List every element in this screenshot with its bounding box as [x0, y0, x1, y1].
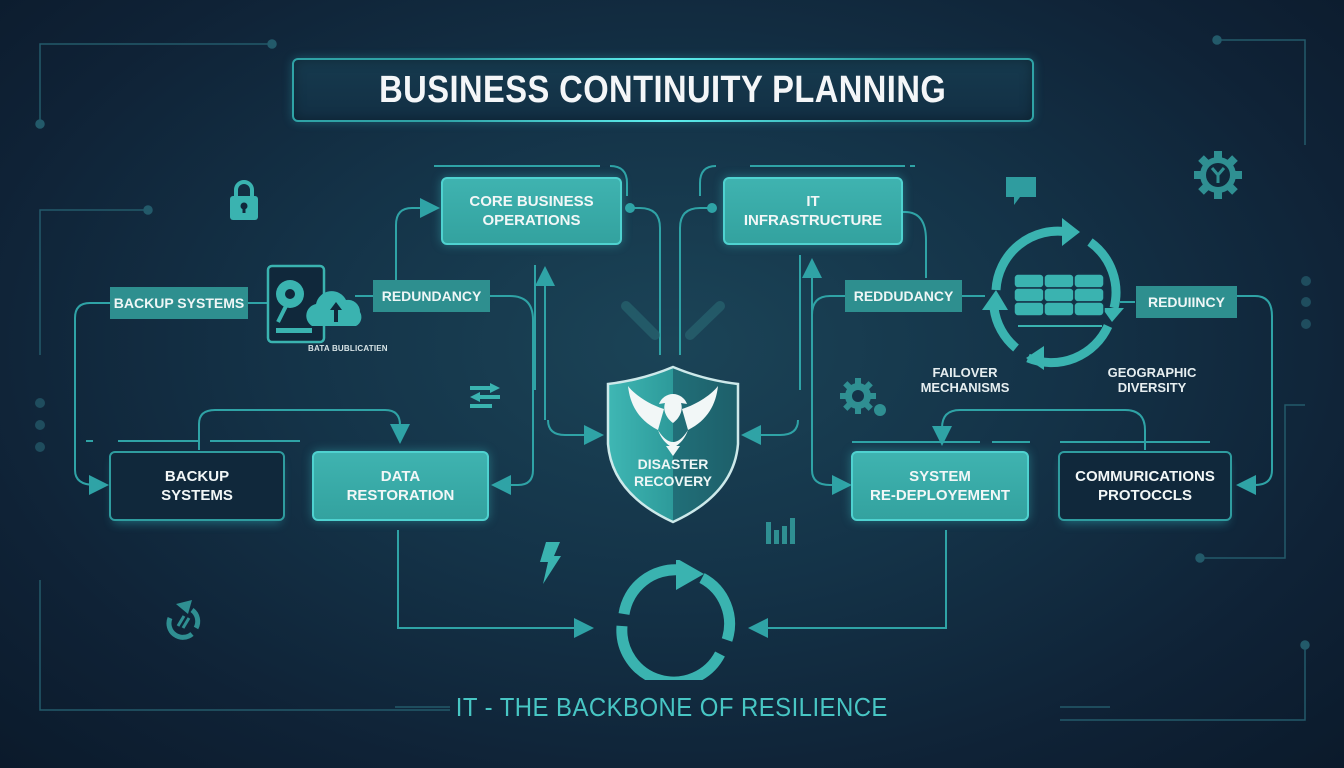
- tag-redundancy-mid[interactable]: REDDUDANCY: [845, 280, 962, 312]
- card-communications-protocols[interactable]: COMMURICATIONS PROTOCCLS: [1058, 451, 1232, 521]
- transfer-arrows-icon: [470, 383, 500, 408]
- gear-y-icon: [1194, 151, 1242, 199]
- hard-drive-icon: [266, 264, 362, 344]
- card-line: PROTOCCLS: [1098, 487, 1192, 504]
- card-core-business-operations[interactable]: CORE BUSINESS OPERATIONS: [441, 177, 622, 245]
- card-it-infrastructure[interactable]: IT INFRASTRUCTURE: [723, 177, 903, 245]
- label-geographic-diversity: GEOGRAPHIC DIVERSITY: [1092, 365, 1212, 395]
- card-line: SYSTEM: [909, 468, 971, 485]
- card-line: COMMURICATIONS: [1075, 468, 1215, 485]
- gear-settings-icon: [840, 378, 886, 416]
- page-title: BUSINESS CONTINUITY PLANNING: [379, 68, 947, 111]
- card-system-redeployment[interactable]: SYSTEM RE-DEPLOYEMENT: [851, 451, 1029, 521]
- card-line: BACKUP: [164, 468, 230, 485]
- lightning-icon: [540, 542, 561, 584]
- card-backup-systems[interactable]: BACKUP SYSTEMS: [109, 451, 285, 521]
- label-line: FAILOVER: [932, 365, 998, 380]
- label-line: MECHANISMS: [920, 380, 1010, 395]
- disaster-recovery-label: DISASTER RECOVERY: [608, 456, 738, 490]
- card-line: SYSTEMS: [161, 487, 233, 504]
- tag-redundancy-left[interactable]: REDUNDANCY: [373, 280, 490, 312]
- cycle-arrow-icon[interactable]: [610, 560, 740, 680]
- cloud-sync-icon: [306, 291, 362, 326]
- label-line: DISASTER: [637, 456, 709, 472]
- card-line: RE-DEPLOYEMENT: [869, 487, 1010, 504]
- card-line: DATA: [380, 468, 421, 485]
- card-line: RESTORATION: [346, 487, 455, 504]
- lock-icon: [230, 180, 258, 220]
- bar-chart-icon: [766, 518, 795, 544]
- card-data-restoration[interactable]: DATA RESTORATION: [312, 451, 489, 521]
- tag-backup-systems[interactable]: BACKUP SYSTEMS: [110, 287, 248, 319]
- tag-redundancy-right[interactable]: REDUIINCY: [1136, 286, 1237, 318]
- title-banner: BUSINESS CONTINUITY PLANNING: [292, 58, 1034, 122]
- card-line: OPERATIONS: [482, 212, 581, 229]
- card-line: INFRASTRUCTURE: [743, 212, 883, 229]
- phoenix-shield-icon[interactable]: [604, 364, 742, 526]
- label-failover-mechanisms: FAILOVER MECHANISMS: [905, 365, 1025, 395]
- card-line: CORE BUSINESS: [469, 193, 594, 210]
- chat-bubble-icon: [1006, 177, 1036, 205]
- refresh-icon: [166, 600, 201, 640]
- footer-tagline: IT - THE BACKBONE OF RESILIENCE: [0, 692, 1344, 723]
- label-data-duplication: BATA BUBLICATIEN: [308, 344, 388, 353]
- label-line: RECOVERY: [633, 473, 713, 489]
- label-line: GEOGRAPHIC: [1107, 365, 1197, 380]
- label-line: DIVERSITY: [1117, 380, 1187, 395]
- footer-text: IT - THE BACKBONE OF RESILIENCE: [455, 692, 889, 722]
- database-cycle-icon[interactable]: [978, 218, 1138, 378]
- card-line: IT: [806, 193, 820, 210]
